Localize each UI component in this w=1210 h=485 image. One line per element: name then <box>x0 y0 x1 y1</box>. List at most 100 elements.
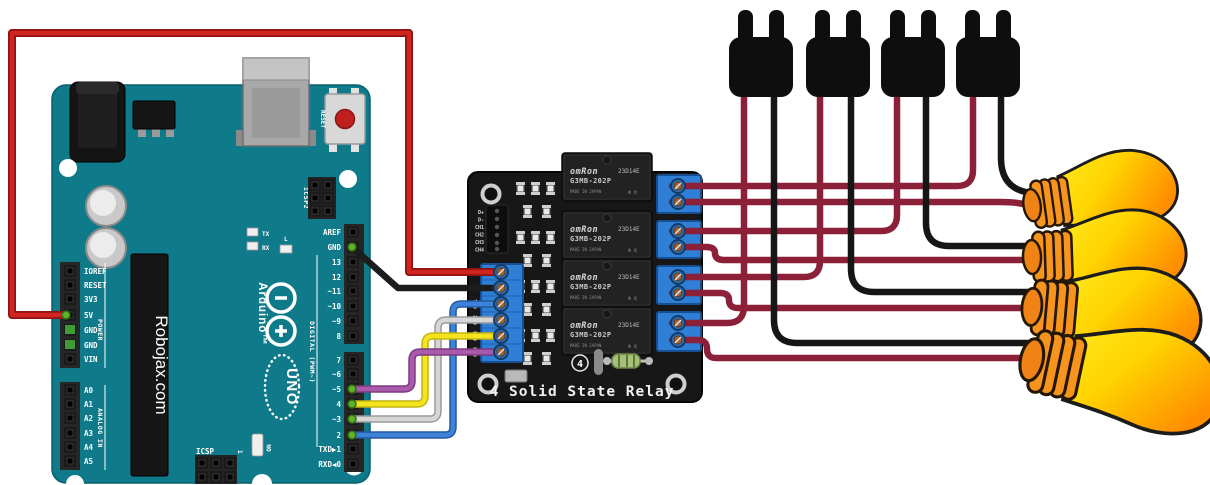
icsp-pin1-label: 1 <box>236 450 243 454</box>
tx-led <box>246 227 259 237</box>
wire-5v-red <box>9 30 500 318</box>
mounting-hole <box>339 170 357 188</box>
pin-label: VIN <box>84 355 98 364</box>
header-pin-label: CH1 <box>475 225 484 231</box>
relay-mounting-hole <box>477 373 499 395</box>
wires <box>8 29 1040 439</box>
capacitor <box>85 185 127 227</box>
plug-1 <box>729 10 793 97</box>
arduino-logo <box>265 282 297 347</box>
rx-led <box>246 241 259 251</box>
relay-2 <box>561 210 653 260</box>
wire-relay4-plug1-live <box>668 64 748 327</box>
usb-connector <box>236 57 316 147</box>
pin-label: ~9 <box>332 317 342 326</box>
pin-label: A2 <box>84 414 93 423</box>
microcontroller-chip <box>130 253 169 477</box>
reset-button <box>324 88 366 152</box>
power-pin-labels: IOREF RESET 3V3 5V GND GND VIN <box>84 267 107 364</box>
wire-plug3-bulb2-neutral <box>922 64 1040 250</box>
capacitor <box>85 227 127 269</box>
relay-heading: 4 Solid State Relay <box>490 384 675 400</box>
pin-label: A4 <box>84 443 94 452</box>
uno-model-label: UNO <box>283 368 300 406</box>
wire-d2-ch1-blue <box>349 301 500 438</box>
icsp-header <box>195 455 237 484</box>
power-plugs <box>729 10 1020 97</box>
on-led-label: ON <box>266 444 273 452</box>
relay-mounting-hole <box>480 183 502 205</box>
mounting-hole <box>252 474 272 485</box>
pin-label: 5V <box>84 311 94 320</box>
pin-label: 2 <box>336 431 341 440</box>
gnd-pad <box>65 325 75 334</box>
reset-button-cap <box>334 108 356 130</box>
pin-label: 12 <box>332 273 341 282</box>
pin-label: ~11 <box>327 287 341 296</box>
reset-label: RESET <box>319 110 326 128</box>
wire-d3-ch2-white <box>349 317 500 422</box>
icsp2-label: ICSP2 <box>302 187 310 209</box>
light-bulbs <box>1009 142 1210 446</box>
pin-label: RXD◀0 <box>318 460 341 469</box>
icsp2-header <box>308 177 336 219</box>
uno-oval <box>263 353 301 421</box>
rx-label: RX <box>262 245 270 252</box>
header-pin-label: CH2 <box>475 233 484 239</box>
relay-1 <box>561 152 653 202</box>
pin-label: TXD▶1 <box>318 445 341 454</box>
wire-gnd-black <box>348 243 501 292</box>
wire-relay3-bulb3-live <box>668 289 1040 312</box>
pin-label: 7 <box>336 356 341 365</box>
pin-label: 8 <box>336 332 341 341</box>
l-led-label: L <box>284 236 288 243</box>
digital-group-label: DIGITAL (PWM~) <box>308 321 316 383</box>
plug-3 <box>881 10 945 97</box>
pin-label: A0 <box>84 386 94 395</box>
pin-label: ~5 <box>332 385 341 394</box>
wire-plug1-bulb4-neutral <box>770 64 1040 347</box>
relay-badge: 4 <box>577 359 583 370</box>
mounting-hole <box>59 159 77 177</box>
analog-group-label: ANALOG IN <box>96 408 104 448</box>
component <box>594 349 603 375</box>
plug-4 <box>956 10 1020 97</box>
voltage-regulator <box>132 100 176 137</box>
wire-relay3-plug2-live <box>668 64 824 281</box>
wire-relay1-plug4-live <box>668 64 977 190</box>
wire-relay2-plug3-live <box>668 64 901 235</box>
pin-label: RESET <box>84 281 107 290</box>
chip-label: Robojax.com <box>152 315 171 414</box>
wire-d5-ch4-purple <box>349 349 500 392</box>
pin-label: ~10 <box>327 302 341 311</box>
badge-circle <box>571 354 589 372</box>
wire-d4-ch3-yellow <box>349 333 500 407</box>
smd-led <box>504 369 528 383</box>
plug-2 <box>806 10 870 97</box>
tx-label: TX <box>262 231 270 238</box>
header-pin-label: CH3 <box>475 240 484 246</box>
header-pin-label: D+ <box>478 210 484 216</box>
input-header-labels: D+ D- CH1 CH2 CH3 CH4 <box>475 210 484 254</box>
on-led <box>251 433 264 457</box>
relay-mounting-hole <box>665 373 687 395</box>
pin-label: A3 <box>84 429 94 438</box>
header-pin-label: D- <box>478 218 484 224</box>
pin-label: AREF <box>323 228 342 237</box>
pin-label: GND <box>327 243 341 252</box>
digital-pin-labels: AREF GND 13 12 ~11 ~10 ~9 8 7 ~6 ~5 4 ~3… <box>318 228 341 469</box>
pin-label: ~3 <box>332 415 342 424</box>
pin-label: GND <box>84 341 98 350</box>
barrel-jack <box>69 81 126 163</box>
pin-label: IOREF <box>84 267 107 276</box>
arduino-uno-board: RESET Robojax.com Ardu <box>51 57 371 485</box>
mounting-hole <box>66 475 84 485</box>
wire-relay4-bulb4-live <box>668 336 1040 362</box>
digital-header-bottom <box>344 352 364 472</box>
power-group-label: POWER <box>96 319 104 341</box>
pin-label: 13 <box>332 258 342 267</box>
gnd-pad <box>65 340 75 349</box>
pin-label: 4 <box>336 400 341 409</box>
